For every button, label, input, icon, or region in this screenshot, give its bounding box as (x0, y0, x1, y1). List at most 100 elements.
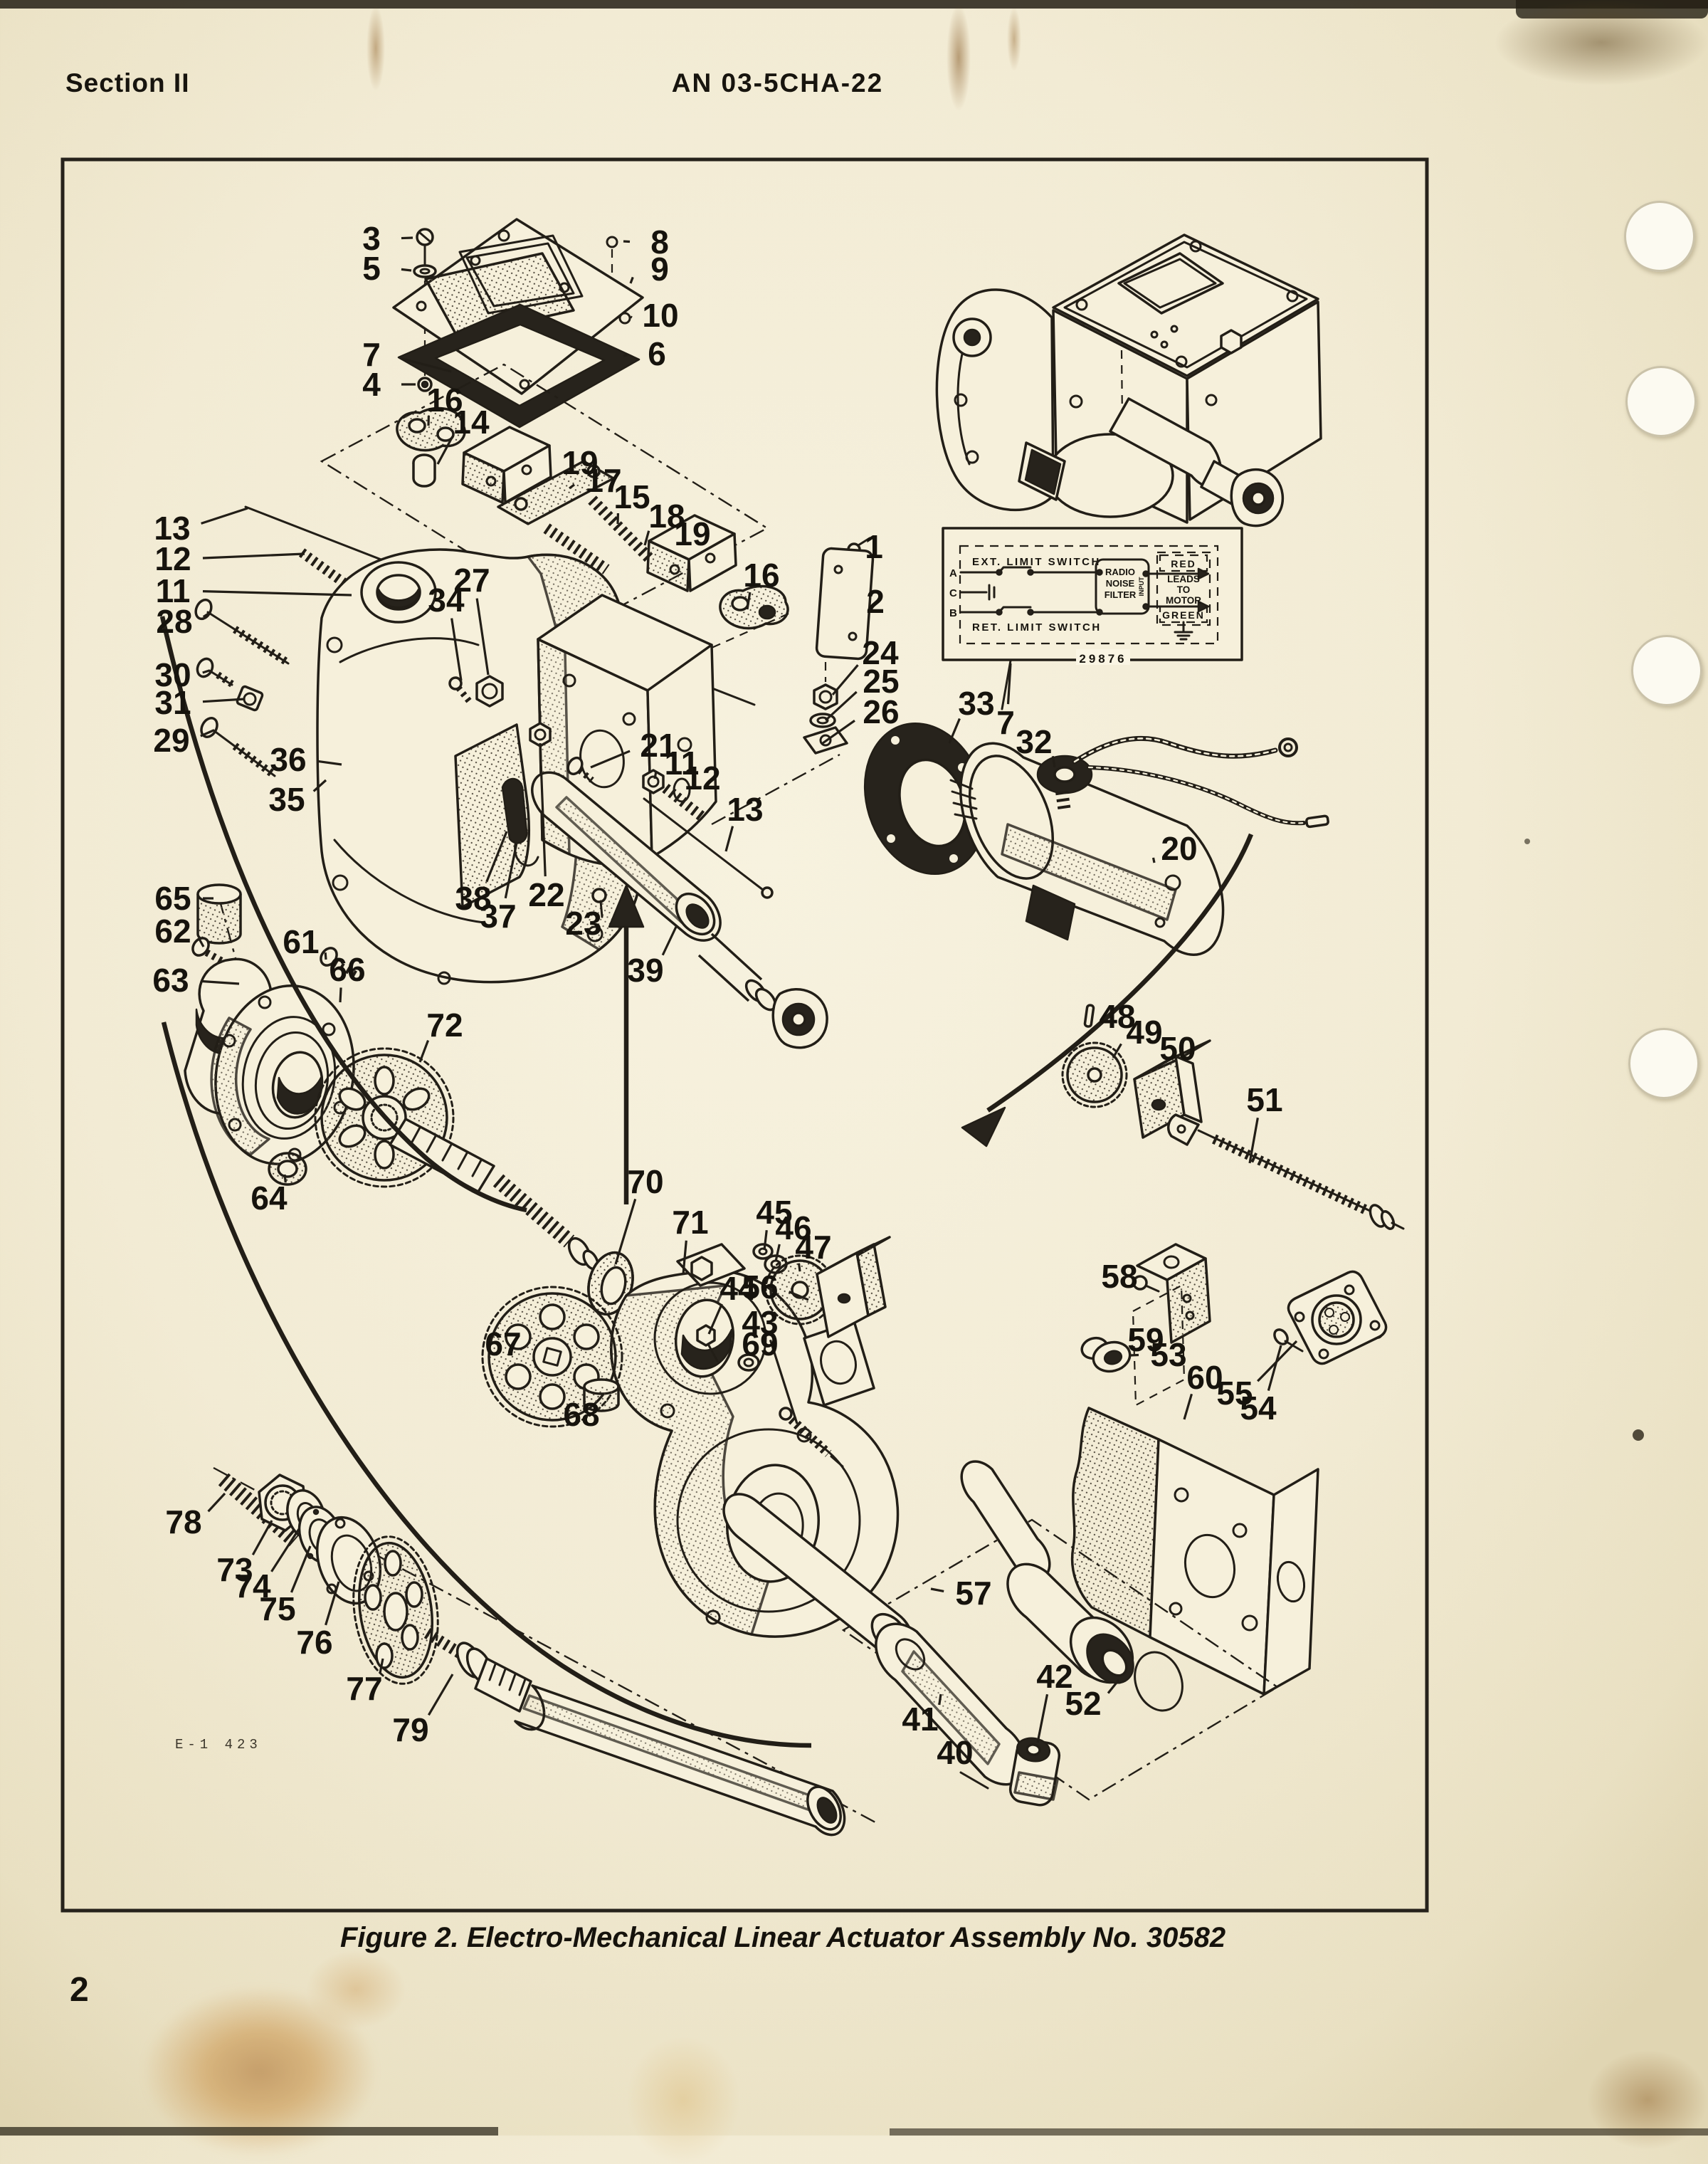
callout-6: 6 (623, 335, 666, 372)
screw-30 (194, 656, 232, 685)
callout-9: 9 (631, 251, 669, 288)
part-motor-20 (951, 738, 1329, 955)
filter-input-label: INPUT (1138, 577, 1145, 597)
callout-70: 70 (616, 1163, 664, 1264)
part-travel-stop-group (1063, 1005, 1403, 1231)
svg-text:68: 68 (563, 1396, 599, 1433)
pin-48 (1085, 1005, 1094, 1027)
screw-28 (193, 597, 288, 663)
shaft-79 (427, 1633, 848, 1835)
svg-text:66: 66 (329, 951, 365, 988)
callout-68: 68 (563, 1396, 599, 1433)
callout-2: 2 (866, 583, 885, 620)
svg-text:78: 78 (165, 1503, 201, 1540)
svg-text:27: 27 (453, 562, 490, 599)
label-ext-limit-switch: EXT. LIMIT SWITCH (972, 556, 1101, 568)
screw-29 (199, 715, 275, 776)
callout-5: 5 (362, 250, 411, 287)
callout-12: 12 (684, 760, 720, 797)
svg-text:4: 4 (362, 366, 381, 403)
svg-text:36: 36 (270, 741, 306, 778)
callout-77: 77 (346, 1659, 383, 1707)
callout-7: 7 (996, 663, 1015, 741)
svg-text:5: 5 (362, 250, 381, 287)
svg-text:57: 57 (955, 1575, 991, 1612)
callout-57: 57 (931, 1575, 992, 1612)
svg-text:16: 16 (743, 557, 779, 594)
svg-text:12: 12 (684, 760, 720, 797)
callout-52: 52 (1065, 1680, 1119, 1722)
svg-text:67: 67 (485, 1325, 521, 1362)
callout-1: 1 (865, 528, 883, 565)
svg-text:1: 1 (865, 528, 883, 565)
filter-line3: FILTER (1105, 589, 1137, 600)
svg-text:7: 7 (996, 704, 1015, 741)
callout-4: 4 (362, 366, 416, 403)
svg-text:56: 56 (742, 1269, 778, 1306)
spring-12a (302, 552, 345, 584)
label-ret-limit-switch: RET. LIMIT SWITCH (972, 621, 1102, 634)
svg-text:23: 23 (565, 905, 601, 942)
terminal-b: B (949, 607, 957, 619)
callout-31: 31 (154, 684, 245, 721)
svg-text:6: 6 (648, 335, 666, 372)
svg-text:79: 79 (392, 1711, 428, 1748)
svg-text:31: 31 (154, 684, 191, 721)
callout-41: 41 (902, 1694, 941, 1738)
tube-frame60-lower (961, 1461, 1049, 1580)
svg-text:77: 77 (346, 1670, 382, 1707)
callout-19: 19 (674, 515, 710, 552)
part-motor-mount-group (1072, 1244, 1388, 1694)
lead-red: RED (1171, 558, 1196, 569)
washer-5 (414, 266, 436, 277)
svg-text:65: 65 (154, 880, 191, 917)
svg-text:10: 10 (642, 297, 678, 334)
svg-text:54: 54 (1240, 1390, 1277, 1427)
svg-text:28: 28 (156, 603, 192, 640)
svg-text:40: 40 (937, 1734, 973, 1771)
svg-text:39: 39 (627, 952, 663, 989)
svg-text:63: 63 (152, 962, 189, 999)
leads-line2: TO (1177, 584, 1191, 595)
callout-39: 39 (627, 927, 676, 989)
svg-text:14: 14 (453, 404, 490, 441)
svg-text:13: 13 (727, 791, 763, 828)
svg-text:47: 47 (795, 1229, 831, 1266)
svg-text:29: 29 (153, 722, 189, 759)
svg-text:9: 9 (650, 251, 669, 288)
svg-text:37: 37 (480, 898, 516, 935)
callout-51: 51 (1246, 1081, 1282, 1163)
nut-24 (814, 685, 837, 709)
leads-line1: LEADS (1167, 574, 1200, 584)
worm-shaft-72 (390, 1119, 601, 1271)
svg-text:69: 69 (742, 1325, 778, 1362)
filter-line1: RADIO (1105, 567, 1135, 577)
rod-end-bushing (773, 989, 827, 1048)
callout-58: 58 (1101, 1258, 1137, 1295)
svg-text:53: 53 (1150, 1336, 1186, 1373)
wiring-diagram: EXT. LIMIT SWITCH RET. LIMIT SWITCH A C … (943, 528, 1242, 709)
callout-23: 23 (565, 905, 601, 942)
svg-text:49: 49 (1126, 1014, 1162, 1051)
callout-15: 15 (613, 478, 650, 524)
screw-3 (417, 229, 433, 265)
assembled-actuator-view (937, 235, 1321, 526)
callout-69: 69 (742, 1325, 778, 1362)
callout-50: 50 (1159, 1030, 1196, 1067)
terminal-c: C (949, 587, 957, 599)
filter-line2: NOISE (1106, 578, 1135, 589)
svg-text:33: 33 (958, 685, 994, 722)
svg-text:76: 76 (296, 1624, 332, 1661)
callout-79: 79 (392, 1674, 453, 1748)
screw-shaft-51 (1169, 1115, 1403, 1231)
callout-66: 66 (329, 951, 365, 1002)
connector-55 (1288, 1271, 1387, 1363)
bushing-14 (413, 455, 435, 486)
svg-text:35: 35 (268, 781, 305, 818)
svg-text:62: 62 (154, 913, 191, 950)
svg-text:72: 72 (426, 1007, 463, 1044)
arrow-diag-head (962, 1108, 1005, 1146)
callout-33: 33 (949, 685, 995, 743)
callout-64: 64 (251, 1175, 288, 1217)
